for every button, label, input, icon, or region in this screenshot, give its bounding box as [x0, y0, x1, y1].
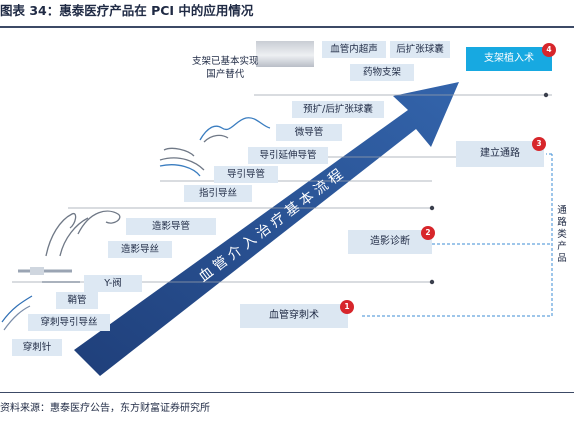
step-dots [429, 92, 549, 285]
device-post-balloon: 后扩张球囊 [390, 41, 450, 58]
sheath-illustration [18, 267, 80, 283]
procedure-badge-4: 4 [542, 43, 556, 57]
device-drug-stent: 药物支架 [350, 64, 414, 81]
source-note: 资料来源：惠泰医疗公告，东方财富证券研究所 [0, 403, 210, 414]
process-arrow [74, 82, 459, 376]
stent-note-line-2: 国产替代 [206, 69, 245, 80]
device-angio-guidewire: 造影导丝 [108, 241, 172, 258]
procedure-establish-access: 建立通路 [456, 141, 544, 167]
procedure-badge-3: 3 [532, 137, 546, 151]
access-products-text: 通路类产品 [557, 205, 567, 264]
procedure-stent-implant: 支架植入术 [466, 47, 552, 71]
access-products-label: 通路类产品 [555, 205, 569, 265]
stent-image [256, 41, 314, 67]
device-y-valve: Y-阀 [84, 275, 142, 292]
needle-illustration [1, 295, 33, 331]
catheter-illustration [45, 210, 121, 257]
guide-catheter-illustration [159, 147, 205, 177]
footer-divider [0, 392, 574, 393]
figure-title: 图表 34：惠泰医疗产品在 PCI 中的应用情况 [0, 3, 254, 18]
device-puncture-guidewire: 穿刺导引导丝 [28, 314, 110, 331]
device-ivus: 血管内超声 [322, 41, 386, 58]
device-sheath: 鞘管 [56, 292, 98, 309]
procedure-badge-1: 1 [340, 300, 354, 314]
device-extension-catheter: 导引延伸导管 [248, 147, 328, 164]
device-micro-catheter: 微导管 [276, 124, 342, 141]
procedure-vascular-puncture: 血管穿刺术 [240, 304, 348, 328]
title-divider [0, 26, 574, 28]
device-balloon: 预扩/后扩张球囊 [292, 101, 384, 118]
device-angio-catheter: 造影导管 [126, 218, 216, 235]
device-guiding-catheter: 导引导管 [214, 166, 278, 183]
device-guiding-wire: 指引导丝 [184, 185, 252, 202]
procedure-connectors [362, 153, 553, 317]
stent-note: 支架已基本实现 国产替代 [192, 55, 259, 81]
device-puncture-needle: 穿刺针 [12, 339, 62, 356]
micro-catheter-illustration [199, 117, 271, 143]
stent-note-line-1: 支架已基本实现 [192, 56, 259, 67]
procedure-angiography: 造影诊断 [348, 230, 432, 254]
procedure-badge-2: 2 [421, 226, 435, 240]
